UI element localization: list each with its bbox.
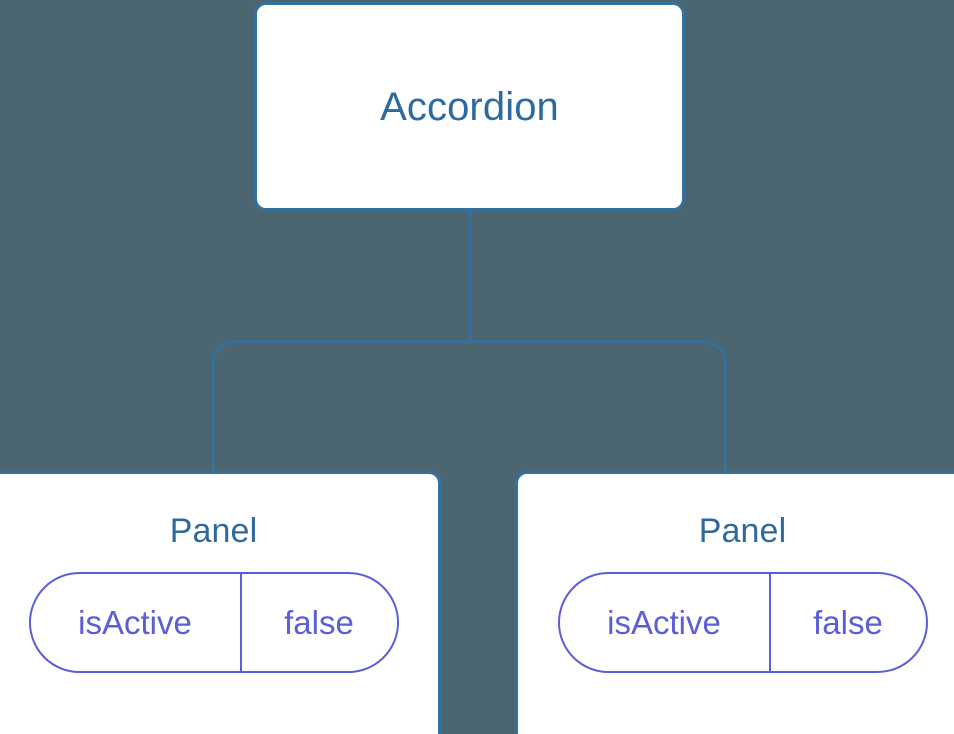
node-panel-left-title: Panel bbox=[169, 512, 258, 550]
node-accordion[interactable]: Accordion bbox=[254, 2, 685, 211]
node-panel-right-title: Panel bbox=[698, 512, 787, 550]
node-panel-left[interactable]: Panel isActive false bbox=[0, 471, 441, 734]
state-pill-left[interactable]: isActive false bbox=[28, 572, 399, 673]
connector-root-to-children bbox=[211, 209, 727, 473]
state-pill-right-key: isActive bbox=[560, 574, 771, 671]
state-pill-left-key: isActive bbox=[31, 574, 242, 671]
state-pill-left-value: false bbox=[284, 604, 354, 641]
node-panel-right[interactable]: Panel isActive false bbox=[515, 471, 954, 734]
node-accordion-title: Accordion bbox=[380, 84, 559, 129]
state-pill-right-value: false bbox=[813, 604, 883, 641]
state-pill-right[interactable]: isActive false bbox=[557, 572, 928, 673]
